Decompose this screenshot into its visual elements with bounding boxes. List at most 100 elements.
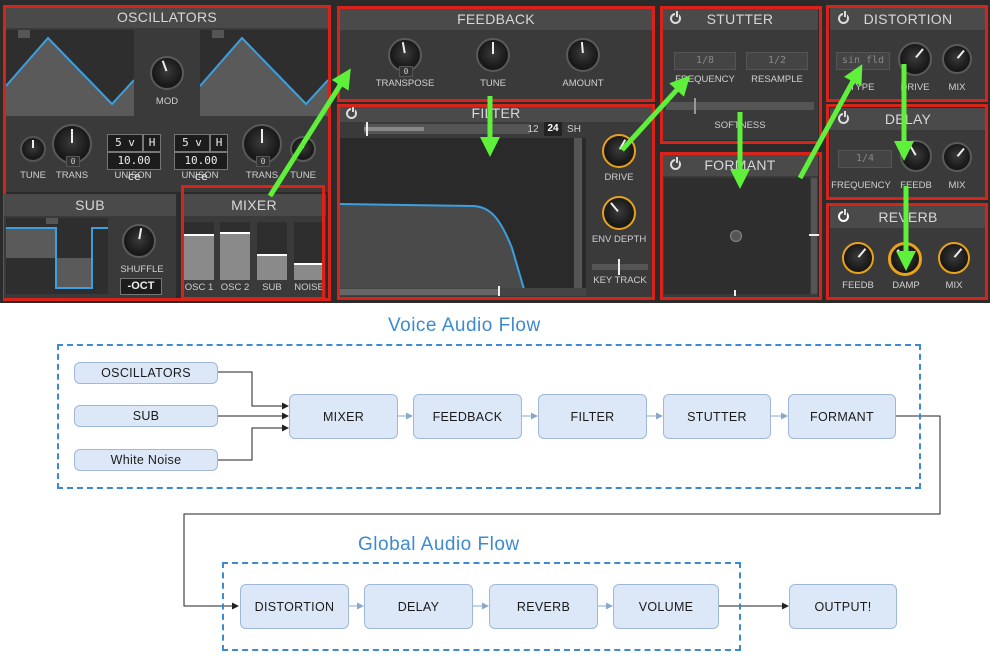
mixer-channel-2[interactable]: [257, 222, 287, 280]
global-flow-title: Global Audio Flow: [358, 534, 520, 555]
amount-knob[interactable]: [566, 38, 600, 72]
stutter-frequency-value[interactable]: 1/8: [674, 52, 736, 70]
transpose-value: 0: [399, 66, 413, 77]
mixer-channel-label: OSC 2: [220, 282, 250, 293]
distortion-type-label: TYPE: [849, 82, 875, 93]
mixer-channel-3[interactable]: [294, 222, 324, 280]
distortion-mix-label: MIX: [948, 82, 966, 93]
env-depth-knob[interactable]: [602, 196, 636, 230]
voice-node-feedback: FEEDBACK: [413, 394, 522, 439]
filter-type-slider[interactable]: [364, 122, 530, 136]
global-node-delay: DELAY: [364, 584, 473, 629]
osc1-waveform[interactable]: [6, 30, 134, 116]
mixer-channel-0[interactable]: [184, 222, 214, 280]
reverb-power-icon[interactable]: [838, 209, 849, 222]
shuffle-knob[interactable]: [122, 224, 156, 258]
stutter-resample-value[interactable]: 1/2: [746, 52, 808, 70]
delay-mix-knob[interactable]: [942, 142, 972, 172]
source-sub: SUB: [74, 405, 218, 427]
voice-flow-group: [57, 344, 921, 489]
filter-power-icon[interactable]: [346, 106, 357, 119]
amount-label: AMOUNT: [562, 78, 604, 89]
mixer-channel-label: SUB: [262, 282, 282, 293]
formant-power-icon[interactable]: [670, 157, 681, 170]
osc1-mode[interactable]: H: [143, 134, 161, 152]
mixer-level-fill: [257, 254, 287, 280]
mod-label: MOD: [155, 96, 179, 107]
delay-frequency-label: FREQUENCY: [831, 180, 891, 191]
mixer-level-fill: [184, 234, 214, 280]
source-oscillators: OSCILLATORS: [74, 362, 218, 384]
osc2-mode[interactable]: H: [210, 134, 228, 152]
osc1-tune-knob[interactable]: [20, 136, 46, 162]
feedback-title: FEEDBACK: [340, 8, 652, 30]
filter-title: FILTER: [340, 104, 652, 122]
reverb-mix-knob[interactable]: [938, 242, 970, 274]
voice-node-filter: FILTER: [538, 394, 647, 439]
osc2-voices[interactable]: 5 v: [174, 134, 210, 152]
sub-waveform[interactable]: [6, 218, 108, 294]
osc2-unison-label: UNISON: [181, 170, 219, 181]
stutter-resample-label: RESAMPLE: [751, 74, 803, 85]
stutter-power-icon[interactable]: [670, 11, 681, 24]
global-flow-group: [222, 562, 741, 651]
mixer-level-fill: [220, 232, 250, 280]
osc1-detune[interactable]: 10.00 ce: [107, 152, 161, 183]
delay-frequency-value[interactable]: 1/4: [838, 150, 892, 168]
osc1-voices[interactable]: 5 v: [107, 134, 143, 152]
osc2-tune-label: TUNE: [290, 170, 316, 181]
distortion-title: DISTORTION: [830, 8, 986, 30]
filter-panel: FILTER 12 24 SH DRIVE ENV DEPTH KEY TRAC…: [340, 104, 652, 298]
voice-node-mixer: MIXER: [289, 394, 398, 439]
voice-node-stutter: STUTTER: [663, 394, 771, 439]
formant-xy-handle[interactable]: [730, 230, 742, 242]
sub-panel: SUB SHUFFLE -OCT: [4, 194, 176, 298]
distortion-drive-knob[interactable]: [898, 42, 932, 76]
mixer-title: MIXER: [182, 194, 326, 216]
mixer-channel-1[interactable]: [220, 222, 250, 280]
osc2-waveform[interactable]: [200, 30, 328, 116]
feedback-tune-knob[interactable]: [476, 38, 510, 72]
oscillators-title: OSCILLATORS: [4, 6, 330, 28]
distortion-drive-label: DRIVE: [900, 82, 930, 93]
mixer-channel-label: NOISE: [294, 282, 324, 293]
sub-octave[interactable]: -OCT: [120, 278, 162, 295]
softness-slider[interactable]: [666, 98, 814, 114]
osc1-tune-label: TUNE: [20, 170, 46, 181]
osc1-trans-label: TRANS: [55, 170, 89, 181]
delay-title: DELAY: [830, 108, 986, 130]
source-white-noise: White Noise: [74, 449, 218, 471]
global-node-volume: VOLUME: [613, 584, 719, 629]
key-track-slider[interactable]: [592, 259, 648, 275]
voice-node-formant: FORMANT: [788, 394, 896, 439]
reverb-feedb-label: FEEDB: [842, 280, 874, 291]
slope-24[interactable]: 24: [544, 122, 562, 136]
mod-knob[interactable]: [150, 56, 184, 90]
delay-feedb-label: FEEDB: [900, 180, 932, 191]
slope-sh[interactable]: SH: [567, 124, 581, 135]
mixer-channel-label: OSC 1: [184, 282, 214, 293]
formant-xy-pad[interactable]: [664, 178, 810, 296]
distortion-mix-knob[interactable]: [942, 44, 972, 74]
filter-response-graph[interactable]: [340, 138, 586, 296]
reverb-damp-label: DAMP: [892, 280, 920, 291]
global-node-reverb: REVERB: [489, 584, 598, 629]
reverb-feedb-knob[interactable]: [842, 242, 874, 274]
mixer-panel: MIXER OSC 1 OSC 2 SUB NOISE: [182, 194, 326, 298]
distortion-power-icon[interactable]: [838, 11, 849, 24]
osc2-trans-value: 0: [256, 156, 270, 167]
output-node: OUTPUT!: [789, 584, 897, 629]
stutter-title: STUTTER: [662, 8, 818, 30]
filter-drive-label: DRIVE: [604, 172, 634, 183]
osc2-detune[interactable]: 10.00 ce: [174, 152, 228, 183]
osc2-trans-label: TRANS: [245, 170, 279, 181]
slope-12[interactable]: 12: [527, 124, 539, 135]
stutter-panel: STUTTER 1/8 1/2 FREQUENCY RESAMPLE SOFTN…: [662, 8, 818, 140]
transpose-knob[interactable]: [388, 38, 422, 72]
delay-power-icon[interactable]: [838, 111, 849, 124]
delay-mix-label: MIX: [948, 180, 966, 191]
signal-flow-arrows: [267, 64, 916, 271]
distortion-panel: DISTORTION sin fld TYPE DRIVE MIX: [830, 8, 986, 100]
voice-flow-title: Voice Audio Flow: [388, 315, 541, 336]
